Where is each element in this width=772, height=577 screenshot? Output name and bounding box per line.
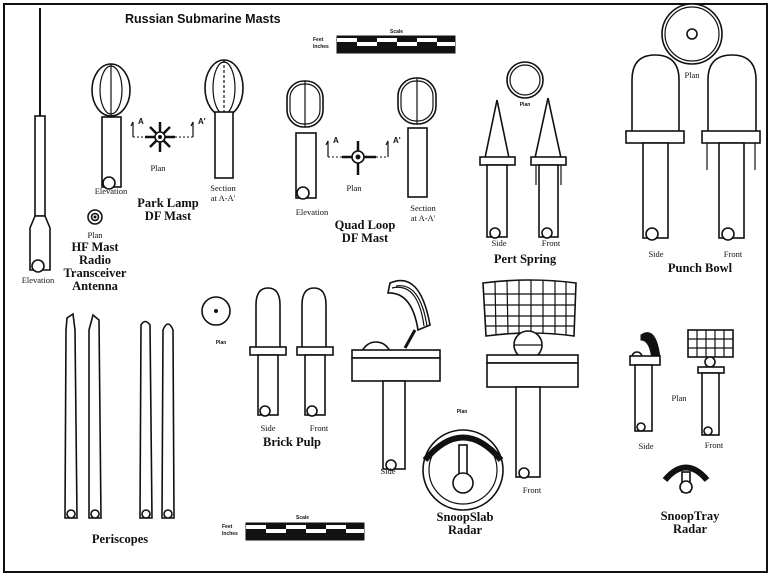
punch-bowl-title: Punch Bowl [668,261,733,275]
park-lamp-a-marker: A [138,117,144,126]
brick-pulp-side-label: Side [260,423,275,433]
quad-loop-section-label-2: at A-A' [411,213,436,223]
frame-border [3,3,768,573]
quad-loop-a-marker: A [333,136,339,145]
park-lamp-section-label-1: Section [210,183,236,193]
pert-spring-plan-label: Plan [520,102,531,108]
quad-loop-section-label-1: Section [410,203,436,213]
snoop-tray-front [687,329,734,436]
scale-inches-label: Inches [313,44,329,50]
snoop-slab-side-label: Side [380,466,395,476]
brick-pulp-front-label: Front [310,423,329,433]
snoop-tray-title-1: SnoopTray [661,509,721,523]
scale-bar-bottom: Scale Feet Inches [222,515,365,541]
park-lamp-a-prime-marker: A' [198,117,206,126]
scale-label: Scale [390,29,403,35]
pert-spring-side-label: Side [491,238,506,248]
brick-pulp-plan-label: Plan [216,340,227,346]
punch-bowl-side [625,54,685,241]
snoop-tray-plan-label: Plan [671,393,687,403]
scale-bar-top: Scale Feet Inches [313,29,456,54]
snoop-slab-side [351,279,441,471]
pert-spring-title: Pert Spring [494,252,557,266]
snoop-slab-plan [422,429,504,511]
quad-loop-plan-cross [325,140,389,175]
brick-pulp-plan-icon [201,296,231,326]
quad-loop-section [397,77,437,198]
periscopes-title: Periscopes [92,532,148,546]
park-lamp-section [204,59,244,179]
hf-mast-title-1: HF Mast [71,240,119,254]
snoop-slab-title-1: SnoopSlab [437,510,494,524]
quad-loop-a-prime-marker: A' [393,136,401,145]
quad-loop-elevation [286,80,324,200]
punch-bowl-front-label: Front [724,249,743,259]
scale-inches-label-bottom: Inches [222,531,238,537]
park-lamp-plan-star [130,121,194,152]
snoop-tray-title-2: Radar [673,522,707,536]
park-lamp-section-label-2: at A-A' [211,193,236,203]
scale-feet-label: Feet [313,37,324,43]
snoop-slab-plan-label: Plan [457,409,468,415]
hf-mast-elevation [29,8,51,273]
diagram-title: Russian Submarine Masts [125,12,281,26]
pert-spring-front-label: Front [542,238,561,248]
quad-loop-title-2: DF Mast [342,231,389,245]
snoop-slab-front [482,279,579,479]
brick-pulp-side [249,287,287,417]
snoop-tray-front-label: Front [705,440,724,450]
pert-spring-front [530,97,567,239]
quad-loop-plan-label: Plan [346,183,362,193]
scale-feet-label-bottom: Feet [222,524,233,530]
snoop-tray-side-label: Side [638,441,653,451]
park-lamp-elevation-label: Elevation [95,186,128,196]
punch-bowl-plan-icon [661,3,723,65]
brick-pulp-front [296,287,334,417]
snoop-tray-side [629,332,661,432]
punch-bowl-side-label: Side [648,249,663,259]
hf-mast-title-3: Transceiver [64,266,127,280]
quad-loop-elevation-label: Elevation [296,207,329,217]
scale-label-bottom: Scale [296,515,309,521]
brick-pulp-title: Brick Pulp [263,435,321,449]
quad-loop-title-1: Quad Loop [335,218,396,232]
hf-mast-title-2: Radio [79,253,111,267]
park-lamp-elevation [91,63,131,190]
punch-bowl-front [701,54,761,241]
snoop-slab-front-label: Front [523,485,542,495]
punch-bowl-plan-label: Plan [684,70,700,80]
pert-spring-side [479,99,516,239]
snoop-slab-title-2: Radar [448,523,482,537]
hf-mast-plan-icon [87,209,103,225]
hf-plan-label: Plan [87,230,103,240]
hf-mast-title-4: Antenna [72,279,119,293]
pert-spring-plan-icon [506,61,544,99]
hf-elevation-label: Elevation [22,275,55,285]
park-lamp-title-1: Park Lamp [137,196,199,210]
park-lamp-title-2: DF Mast [145,209,192,223]
snoop-tray-plan-icon [662,464,710,494]
park-lamp-plan-label: Plan [150,163,166,173]
periscope-drawings [64,312,175,519]
